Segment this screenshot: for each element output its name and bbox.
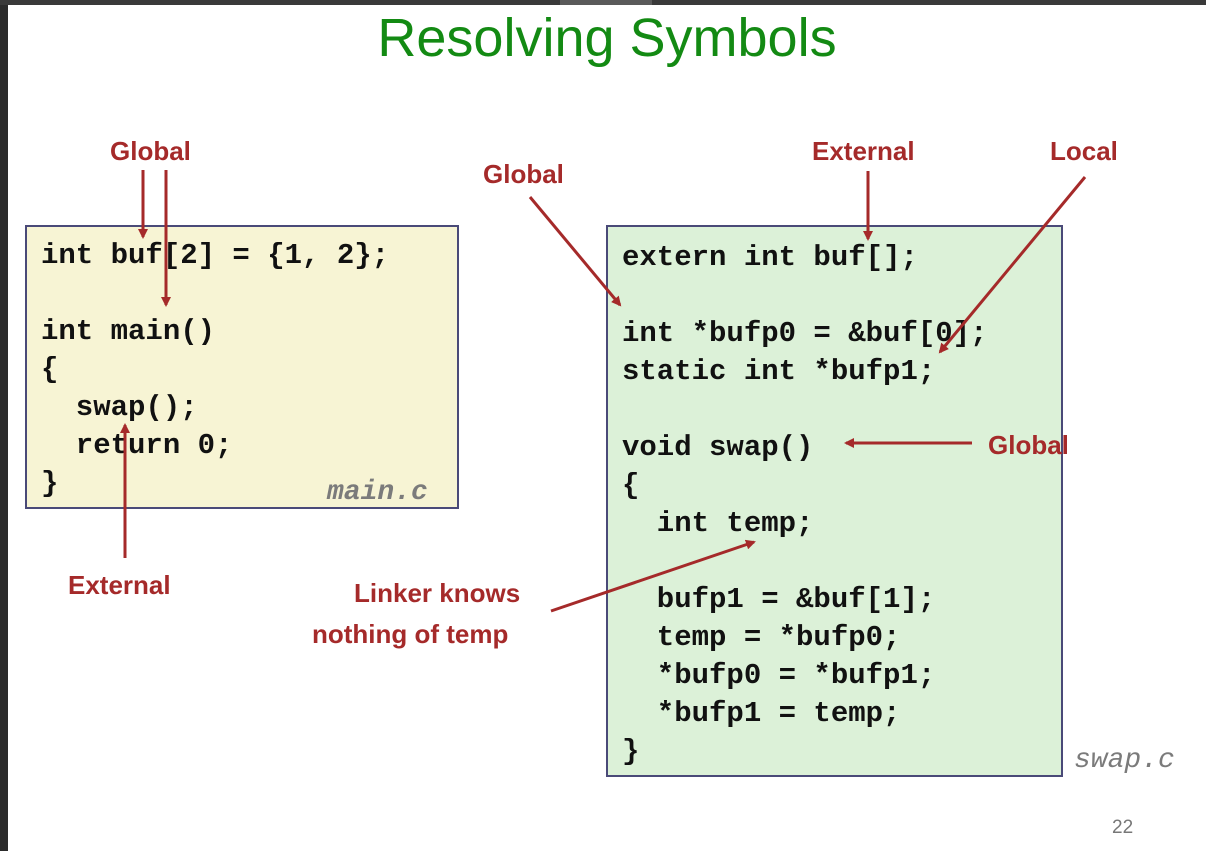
main-c-filename: main.c [327,477,428,508]
code-line: static int *bufp1; [622,355,936,388]
main-c-code-box: int buf[2] = {1, 2}; int main() { swap()… [25,225,459,509]
code-line: { [622,469,640,502]
code-line: int buf[2] = {1, 2}; [41,239,390,272]
label-main-global: Global [110,136,191,166]
swap-c-code-box: extern int buf[]; int *bufp0 = &buf[0]; … [606,225,1063,777]
window-top-bar [0,0,1206,5]
slide-title: Resolving Symbols [377,8,837,68]
label-main-external: External [68,570,171,600]
label-swap-local: Local [1050,136,1118,166]
label-swap-external: External [812,136,915,166]
slide: Resolving Symbols int buf[2] = {1, 2}; i… [8,5,1206,851]
code-line: } [41,467,59,500]
annotation-arrows [120,170,1087,613]
arrow-swap-local-to-bufp1 [938,176,1087,354]
code-line: int temp; [622,507,814,540]
page-number: 22 [1112,817,1134,838]
label-linker-line1: Linker knows [354,578,521,608]
arrow-swap-global-to-bufp0 [528,196,622,307]
window-tab [560,0,652,5]
code-line: } [622,735,640,768]
code-line: *bufp0 = *bufp1; [622,659,936,692]
code-line: return 0; [41,429,233,462]
code-line: { [41,353,59,386]
label-swap-global-left: Global [483,159,564,189]
code-line: temp = *bufp0; [622,621,901,654]
code-line: bufp1 = &buf[1]; [622,583,936,616]
label-linker-line2: nothing of temp [312,619,509,649]
arrow-linker-to-temp [550,539,756,613]
code-line: swap(); [41,391,198,424]
code-line: void swap() [622,431,814,464]
label-swap-global-func: Global [988,430,1069,460]
swap-c-filename: swap.c [1074,745,1175,776]
code-line: int main() [41,315,216,348]
code-line: extern int buf[]; [622,241,918,274]
code-line: *bufp1 = temp; [622,697,901,730]
